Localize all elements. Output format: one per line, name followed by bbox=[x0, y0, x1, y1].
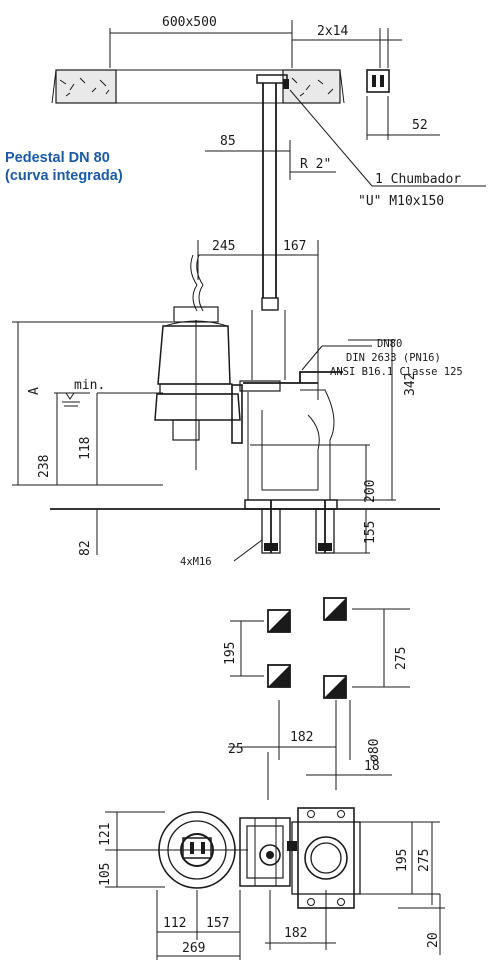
anchor-plan bbox=[267, 597, 347, 699]
title-line-1: Pedestal DN 80 bbox=[5, 150, 110, 166]
dim-112: 112 bbox=[163, 916, 186, 931]
dim-118: 118 bbox=[78, 437, 93, 460]
dim-269: 269 bbox=[182, 941, 205, 956]
top-slab-right bbox=[282, 69, 345, 104]
dim-275-plan: 275 bbox=[394, 647, 409, 670]
dim-121: 121 bbox=[98, 823, 113, 846]
dim-20: 20 bbox=[426, 932, 441, 948]
dim-82: 82 bbox=[78, 540, 93, 556]
dim-157: 157 bbox=[206, 916, 229, 931]
foundation-bolts bbox=[261, 500, 335, 554]
dim-182: 182 bbox=[290, 730, 313, 745]
anchor-bolt-detail bbox=[366, 69, 390, 93]
top-slab-left bbox=[51, 69, 117, 104]
dim-155: 155 bbox=[363, 521, 378, 544]
pump-motor bbox=[154, 254, 241, 470]
dim-195-bottom: 195 bbox=[395, 849, 410, 872]
label-chumbador-1: 1 Chumbador bbox=[375, 172, 461, 187]
dim-105: 105 bbox=[98, 863, 113, 886]
dim-182-bottom: 182 bbox=[284, 926, 307, 941]
dim-167: 167 bbox=[283, 239, 306, 254]
dim-2x14: 2x14 bbox=[317, 24, 348, 39]
dim-A: A bbox=[27, 387, 42, 395]
pump-top-view bbox=[150, 811, 248, 889]
dim-o80: ø80 bbox=[367, 739, 382, 762]
dim-195-plan: 195 bbox=[223, 642, 238, 665]
dim-245: 245 bbox=[212, 239, 235, 254]
title-line-2: (curva integrada) bbox=[5, 168, 123, 184]
dim-275-bottom: 275 bbox=[417, 849, 432, 872]
dim-85: 85 bbox=[220, 134, 236, 149]
dim-200: 200 bbox=[363, 480, 378, 503]
pedestal-top-view bbox=[239, 817, 297, 887]
dim-18: 18 bbox=[364, 759, 380, 774]
label-4xm16: 4xM16 bbox=[180, 556, 212, 568]
pedestal bbox=[231, 297, 343, 510]
label-din: DIN 2633 (PN16) bbox=[346, 352, 441, 364]
drawing-title: Pedestal DN 80 (curva integrada) bbox=[5, 149, 123, 185]
dim-600x500: 600x500 bbox=[162, 15, 217, 30]
label-dn80: DN80 bbox=[377, 338, 402, 350]
dim-25: 25 bbox=[228, 742, 244, 757]
dim-52: 52 bbox=[412, 118, 428, 133]
label-chumbador-2: "U" M10x150 bbox=[358, 194, 444, 209]
dim-342: 342 bbox=[403, 373, 418, 396]
label-ansi: ANSI B16.1 Classe 125 bbox=[330, 366, 463, 378]
dim-r2: R 2" bbox=[300, 157, 331, 172]
label-min-level: min. bbox=[74, 378, 105, 393]
dim-238: 238 bbox=[37, 455, 52, 478]
